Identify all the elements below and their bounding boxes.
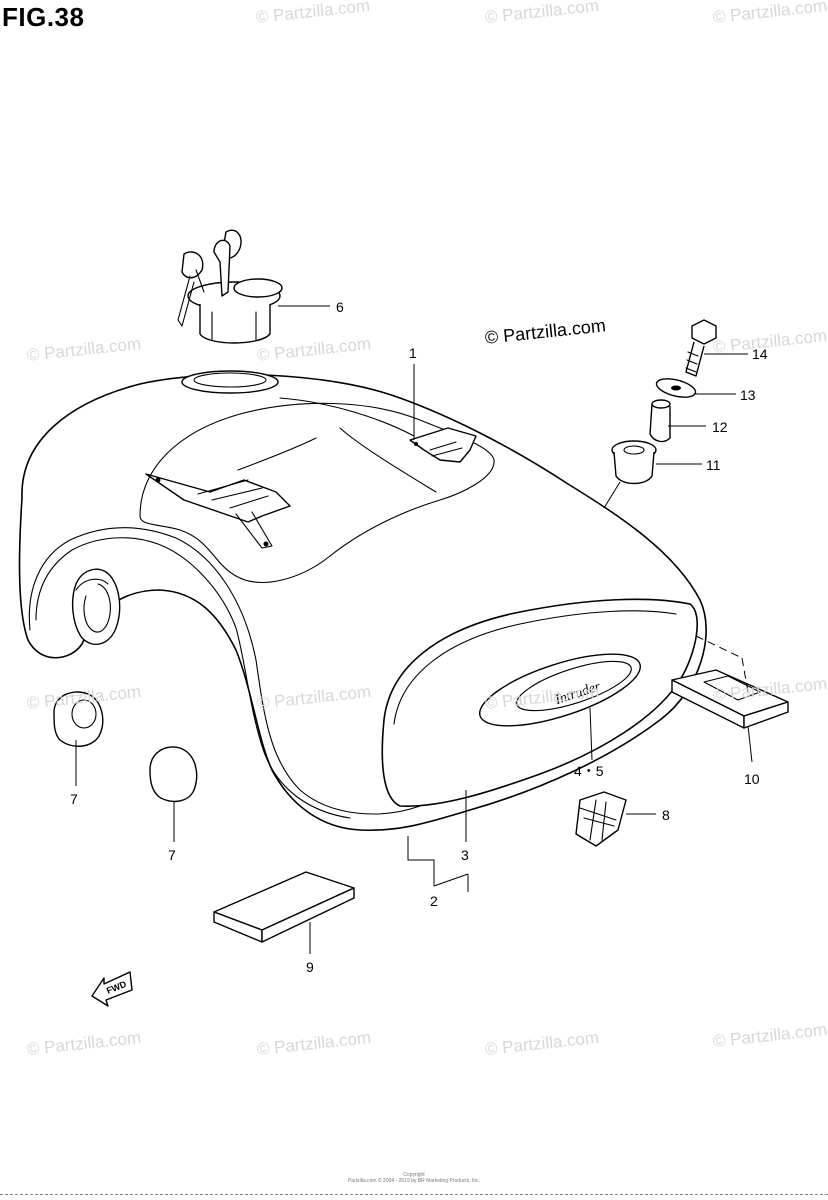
callout-14: 14 (752, 346, 768, 362)
copyright-line-1: Copyright (403, 1172, 425, 1178)
figure-title: FIG.38 (2, 2, 85, 32)
callout-7-left: 7 (70, 791, 78, 807)
callout-9: 9 (306, 959, 314, 975)
callout-4-5: 4・5 (574, 763, 604, 779)
callout-13: 13 (740, 387, 756, 403)
pad-sheet (213, 871, 355, 943)
fuel-tank: Intruder (18, 370, 707, 832)
copyright-line-2: Partzilla.com © 2004 - 2019 by BR Market… (347, 1178, 481, 1184)
cushion-rubber (611, 440, 657, 485)
plug-left (53, 691, 104, 747)
callout-8: 8 (662, 807, 670, 823)
leader-lines (75, 305, 753, 954)
fuel-cap-with-keys (177, 229, 283, 344)
callout-2: 2 (430, 893, 438, 909)
callout-7-right: 7 (168, 847, 176, 863)
callout-10: 10 (744, 771, 760, 787)
washer (655, 378, 697, 398)
callout-12: 12 (712, 419, 728, 435)
copyright-notice: Copyright Partzilla.com © 2004 - 2019 by… (0, 1172, 828, 1184)
callout-3: 3 (461, 847, 469, 863)
cushion-block (575, 791, 627, 847)
spacer (649, 399, 671, 443)
bottom-divider (0, 1194, 828, 1195)
bolt (685, 319, 717, 377)
plug-right (149, 746, 198, 803)
rear-cushion (671, 669, 789, 729)
callout-1: 1 (409, 345, 417, 361)
forward-arrow-icon: FWD (91, 971, 133, 1007)
callout-11: 11 (706, 457, 721, 473)
callout-6: 6 (336, 299, 344, 315)
